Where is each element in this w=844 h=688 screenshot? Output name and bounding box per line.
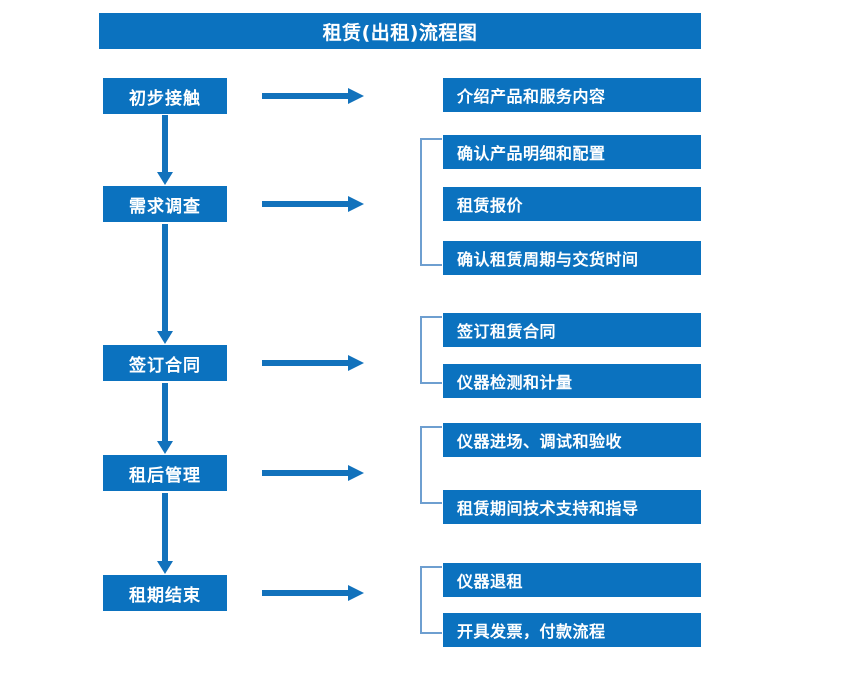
vertical-arrow-1 — [157, 115, 173, 185]
vertical-arrow-4 — [157, 493, 173, 574]
stage-box-chubu-jiechu[interactable]: 初步接触 — [103, 78, 227, 114]
bracket-connector-qianding-hetong — [420, 316, 442, 384]
bracket-connector-zuqi-jieshu — [420, 566, 442, 634]
detail-box-kaiju-fapiao-fukuan[interactable]: 开具发票，付款流程 — [443, 613, 701, 647]
detail-box-queren-chanpin-mingxi[interactable]: 确认产品明细和配置 — [443, 135, 701, 169]
detail-box-zulin-baojia[interactable]: 租赁报价 — [443, 187, 701, 221]
detail-box-yiqi-tuizu[interactable]: 仪器退租 — [443, 563, 701, 597]
stage-box-zuhou-guanli[interactable]: 租后管理 — [103, 455, 227, 491]
bracket-connector-xuqiu-diaocha — [420, 138, 442, 266]
stage-box-xuqiu-diaocha[interactable]: 需求调查 — [103, 186, 227, 222]
diagram-title: 租赁(出租)流程图 — [99, 13, 701, 49]
stage-box-qianding-hetong[interactable]: 签订合同 — [103, 345, 227, 381]
vertical-arrow-2 — [157, 224, 173, 344]
horizontal-arrow-2 — [262, 196, 364, 212]
detail-box-yiqi-jinchang-tiaoshi[interactable]: 仪器进场、调试和验收 — [443, 423, 701, 457]
horizontal-arrow-3 — [262, 355, 364, 371]
detail-box-queren-zulin-zhouqi[interactable]: 确认租赁周期与交货时间 — [443, 241, 701, 275]
horizontal-arrow-1 — [262, 88, 364, 104]
detail-box-zulin-qijian-jishu-zhichi[interactable]: 租赁期间技术支持和指导 — [443, 490, 701, 524]
detail-box-jieshao-chanpin-fuwu[interactable]: 介绍产品和服务内容 — [443, 78, 701, 112]
stage-box-zuqi-jieshu[interactable]: 租期结束 — [103, 575, 227, 611]
detail-box-qianding-zulin-hetong[interactable]: 签订租赁合同 — [443, 313, 701, 347]
vertical-arrow-3 — [157, 383, 173, 454]
detail-box-yiqi-jiance-jiliang[interactable]: 仪器检测和计量 — [443, 364, 701, 398]
horizontal-arrow-4 — [262, 465, 364, 481]
horizontal-arrow-5 — [262, 585, 364, 601]
bracket-connector-zuhou-guanli — [420, 426, 442, 504]
